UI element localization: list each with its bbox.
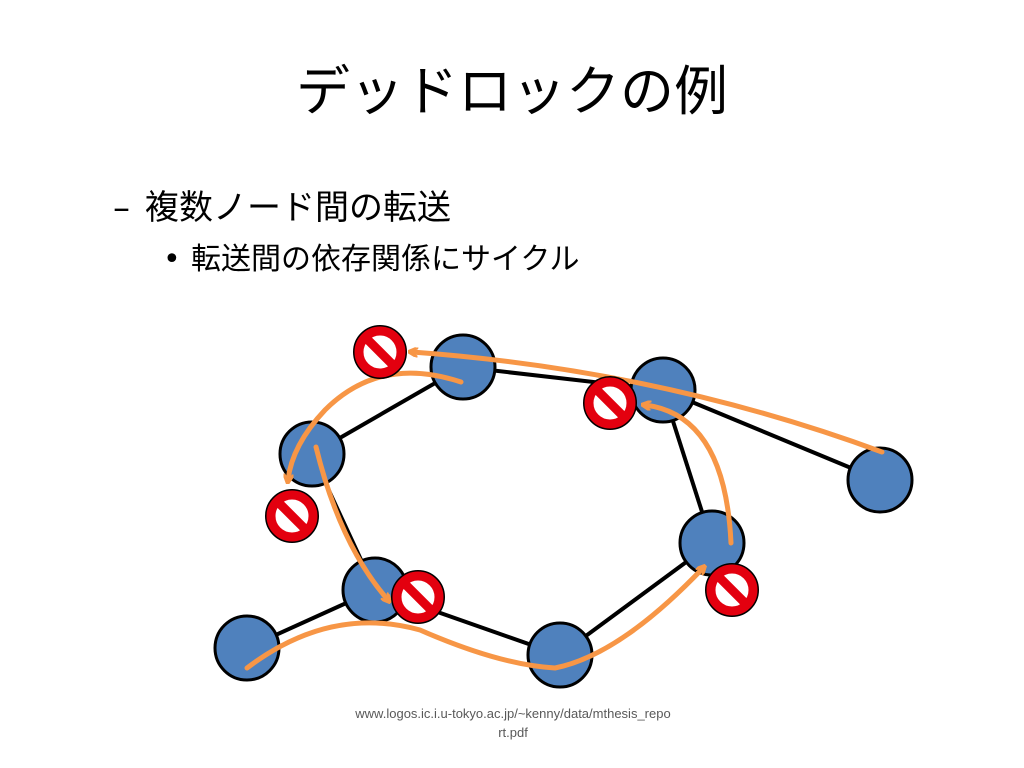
node — [846, 446, 914, 514]
transfer-arrow — [313, 444, 388, 600]
prohibition-sign-icon — [705, 563, 759, 617]
bullet-text: 転送間の依存関係にサイクル — [191, 242, 580, 277]
node — [429, 333, 497, 401]
transfer-arrow — [288, 370, 464, 480]
source-url: www.logos.ic.i.u-tokyo.ac.jp/~kenny/data… — [355, 706, 671, 740]
prohibition-sign-icon — [353, 325, 407, 379]
bullet-level-2: • 転送間の依存関係にサイクル — [163, 238, 580, 282]
slide-title: デッドロックの例 — [296, 60, 728, 123]
network-links — [246, 365, 881, 657]
prohibition-sign-icon — [265, 489, 319, 543]
node — [526, 621, 594, 689]
network-nodes — [213, 333, 914, 689]
prohibition-sign-icon — [391, 570, 445, 624]
transfer-arrow — [244, 568, 703, 671]
blocked-signs — [265, 325, 759, 624]
transfer-arrow — [645, 405, 734, 546]
bullet-level-1: –複数ノード間の転送 — [113, 184, 451, 232]
prohibition-sign-icon — [583, 376, 637, 430]
bullet-text: 複数ノード間の転送 — [145, 188, 451, 228]
transfer-arrows — [244, 352, 885, 671]
dash-marker: – — [113, 188, 130, 228]
bullet-list: –複数ノード間の転送 • 転送間の依存関係にサイクル — [0, 0, 1024, 300]
transfer-arrow — [412, 352, 885, 455]
dot-marker: • — [163, 242, 181, 277]
link — [662, 388, 881, 482]
